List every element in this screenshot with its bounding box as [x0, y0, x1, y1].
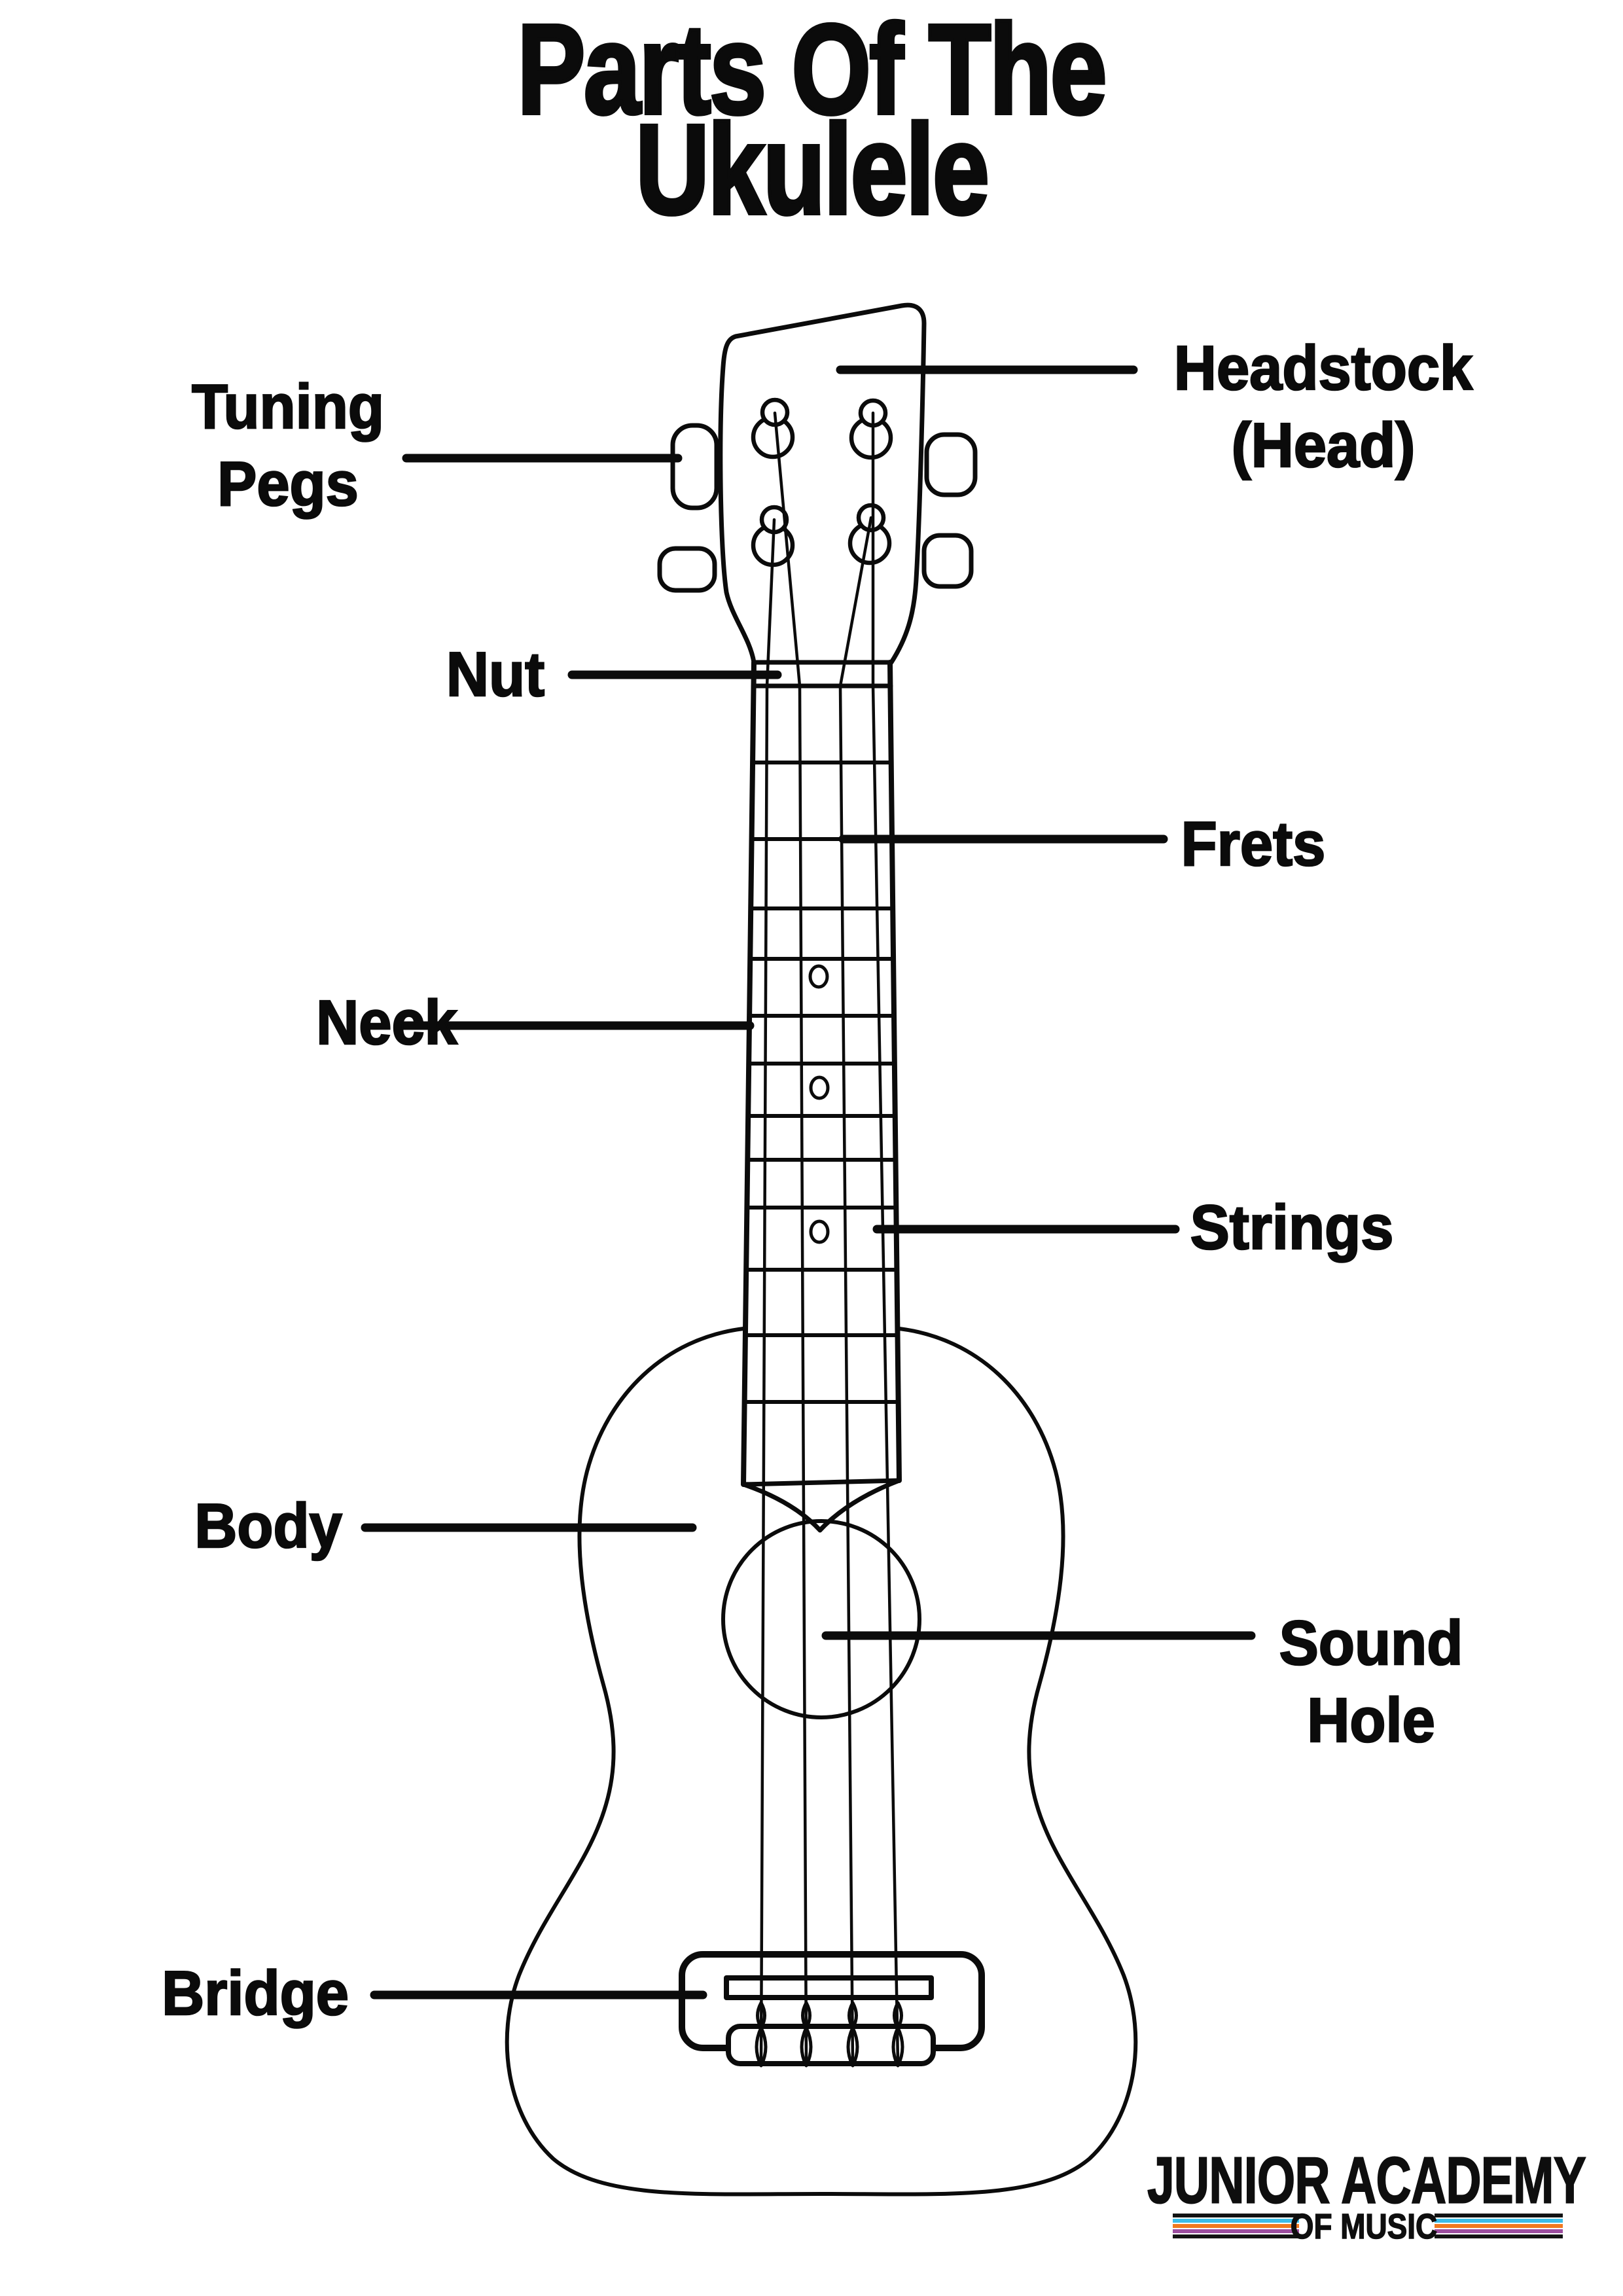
- label-bridge: Bridge: [156, 1955, 355, 2032]
- fret-marker-dot: [808, 964, 829, 989]
- tuning-peg-button: [657, 546, 717, 593]
- body-outline: [505, 1327, 1138, 2197]
- logo-junior-academy: JUNIOR ACADEMY: [1147, 2144, 1586, 2218]
- fret-marker-dot: [809, 1219, 830, 1244]
- string: [838, 516, 873, 2065]
- fretboard-end-curve: [741, 1482, 823, 1533]
- label-strings: Strings: [1184, 1189, 1400, 1266]
- fret-marker-dot: [809, 1075, 830, 1100]
- label-headstock: Headstock (Head): [1164, 330, 1482, 484]
- page-title: Parts Of The Ukulele: [0, 0, 1623, 241]
- label-headstock-line2: (Head): [1230, 410, 1416, 482]
- logo-stripes-right: [1435, 2214, 1563, 2238]
- string-loop: [755, 2001, 768, 2068]
- string-loop: [800, 2001, 813, 2068]
- string: [773, 411, 808, 2065]
- logo-stripes-left: [1173, 2214, 1299, 2238]
- logo-stripe: [1435, 2234, 1563, 2238]
- headstock-outline: [718, 302, 927, 665]
- label-sound-hole-line1: Sound: [1278, 1607, 1463, 1679]
- logo-stripe: [1435, 2214, 1563, 2217]
- logo-of-music: OF MUSIC: [1290, 2206, 1438, 2247]
- label-strings-line1: Strings: [1189, 1192, 1394, 1264]
- logo-stripe: [1435, 2219, 1563, 2223]
- label-sound-hole: Sound Hole: [1274, 1605, 1469, 1759]
- label-nut: Nut: [443, 636, 548, 713]
- logo-stripe: [1173, 2234, 1299, 2238]
- tuning-peg-button: [670, 423, 719, 511]
- label-headstock-line1: Headstock: [1173, 332, 1474, 404]
- label-nut-line1: Nut: [446, 639, 546, 711]
- label-frets: Frets: [1177, 806, 1330, 883]
- logo-stripe: [1173, 2224, 1299, 2228]
- bridge-saddle: [724, 1975, 934, 2000]
- sound-hole-circle: [721, 1519, 921, 1719]
- logo-stripe: [1173, 2214, 1299, 2217]
- tuning-posts: [751, 397, 893, 567]
- string-loops: [755, 2001, 904, 2068]
- label-neck-line1: Neck: [315, 987, 458, 1059]
- label-bridge-line1: Bridge: [161, 1958, 349, 2030]
- tuning-peg-button: [924, 432, 978, 497]
- label-tuning-pegs-line2: Pegs: [217, 448, 359, 520]
- logo-stripe: [1435, 2229, 1563, 2233]
- label-frets-line1: Frets: [1180, 808, 1326, 880]
- label-sound-hole-line2: Hole: [1306, 1685, 1436, 1757]
- string: [871, 411, 900, 2065]
- tuning-peg-button: [921, 533, 974, 589]
- logo-stripe: [1435, 2224, 1563, 2228]
- string-loop: [846, 2001, 859, 2068]
- page-title-line2: Ukulele: [634, 98, 991, 241]
- fretboard-bottom-edge: [741, 1478, 902, 1487]
- fretboard-left-edge: [741, 660, 757, 1487]
- logo-stripe: [1173, 2219, 1299, 2223]
- leader-lines: [361, 365, 1256, 2000]
- label-tuning-pegs-line1: Tuning: [191, 371, 385, 443]
- strings: [759, 411, 900, 2065]
- string: [759, 518, 776, 2065]
- label-neck: Neck: [312, 984, 462, 1062]
- logo-stripe: [1173, 2229, 1299, 2233]
- label-body-line1: Body: [194, 1490, 343, 1562]
- fretboard-right-edge: [887, 660, 902, 1483]
- label-body: Body: [190, 1488, 347, 1565]
- label-tuning-pegs: Tuning Pegs: [186, 368, 391, 523]
- page-title-line1: Parts Of The: [516, 0, 1109, 141]
- string-loop: [891, 2001, 904, 2068]
- bridge-tail: [726, 2024, 936, 2066]
